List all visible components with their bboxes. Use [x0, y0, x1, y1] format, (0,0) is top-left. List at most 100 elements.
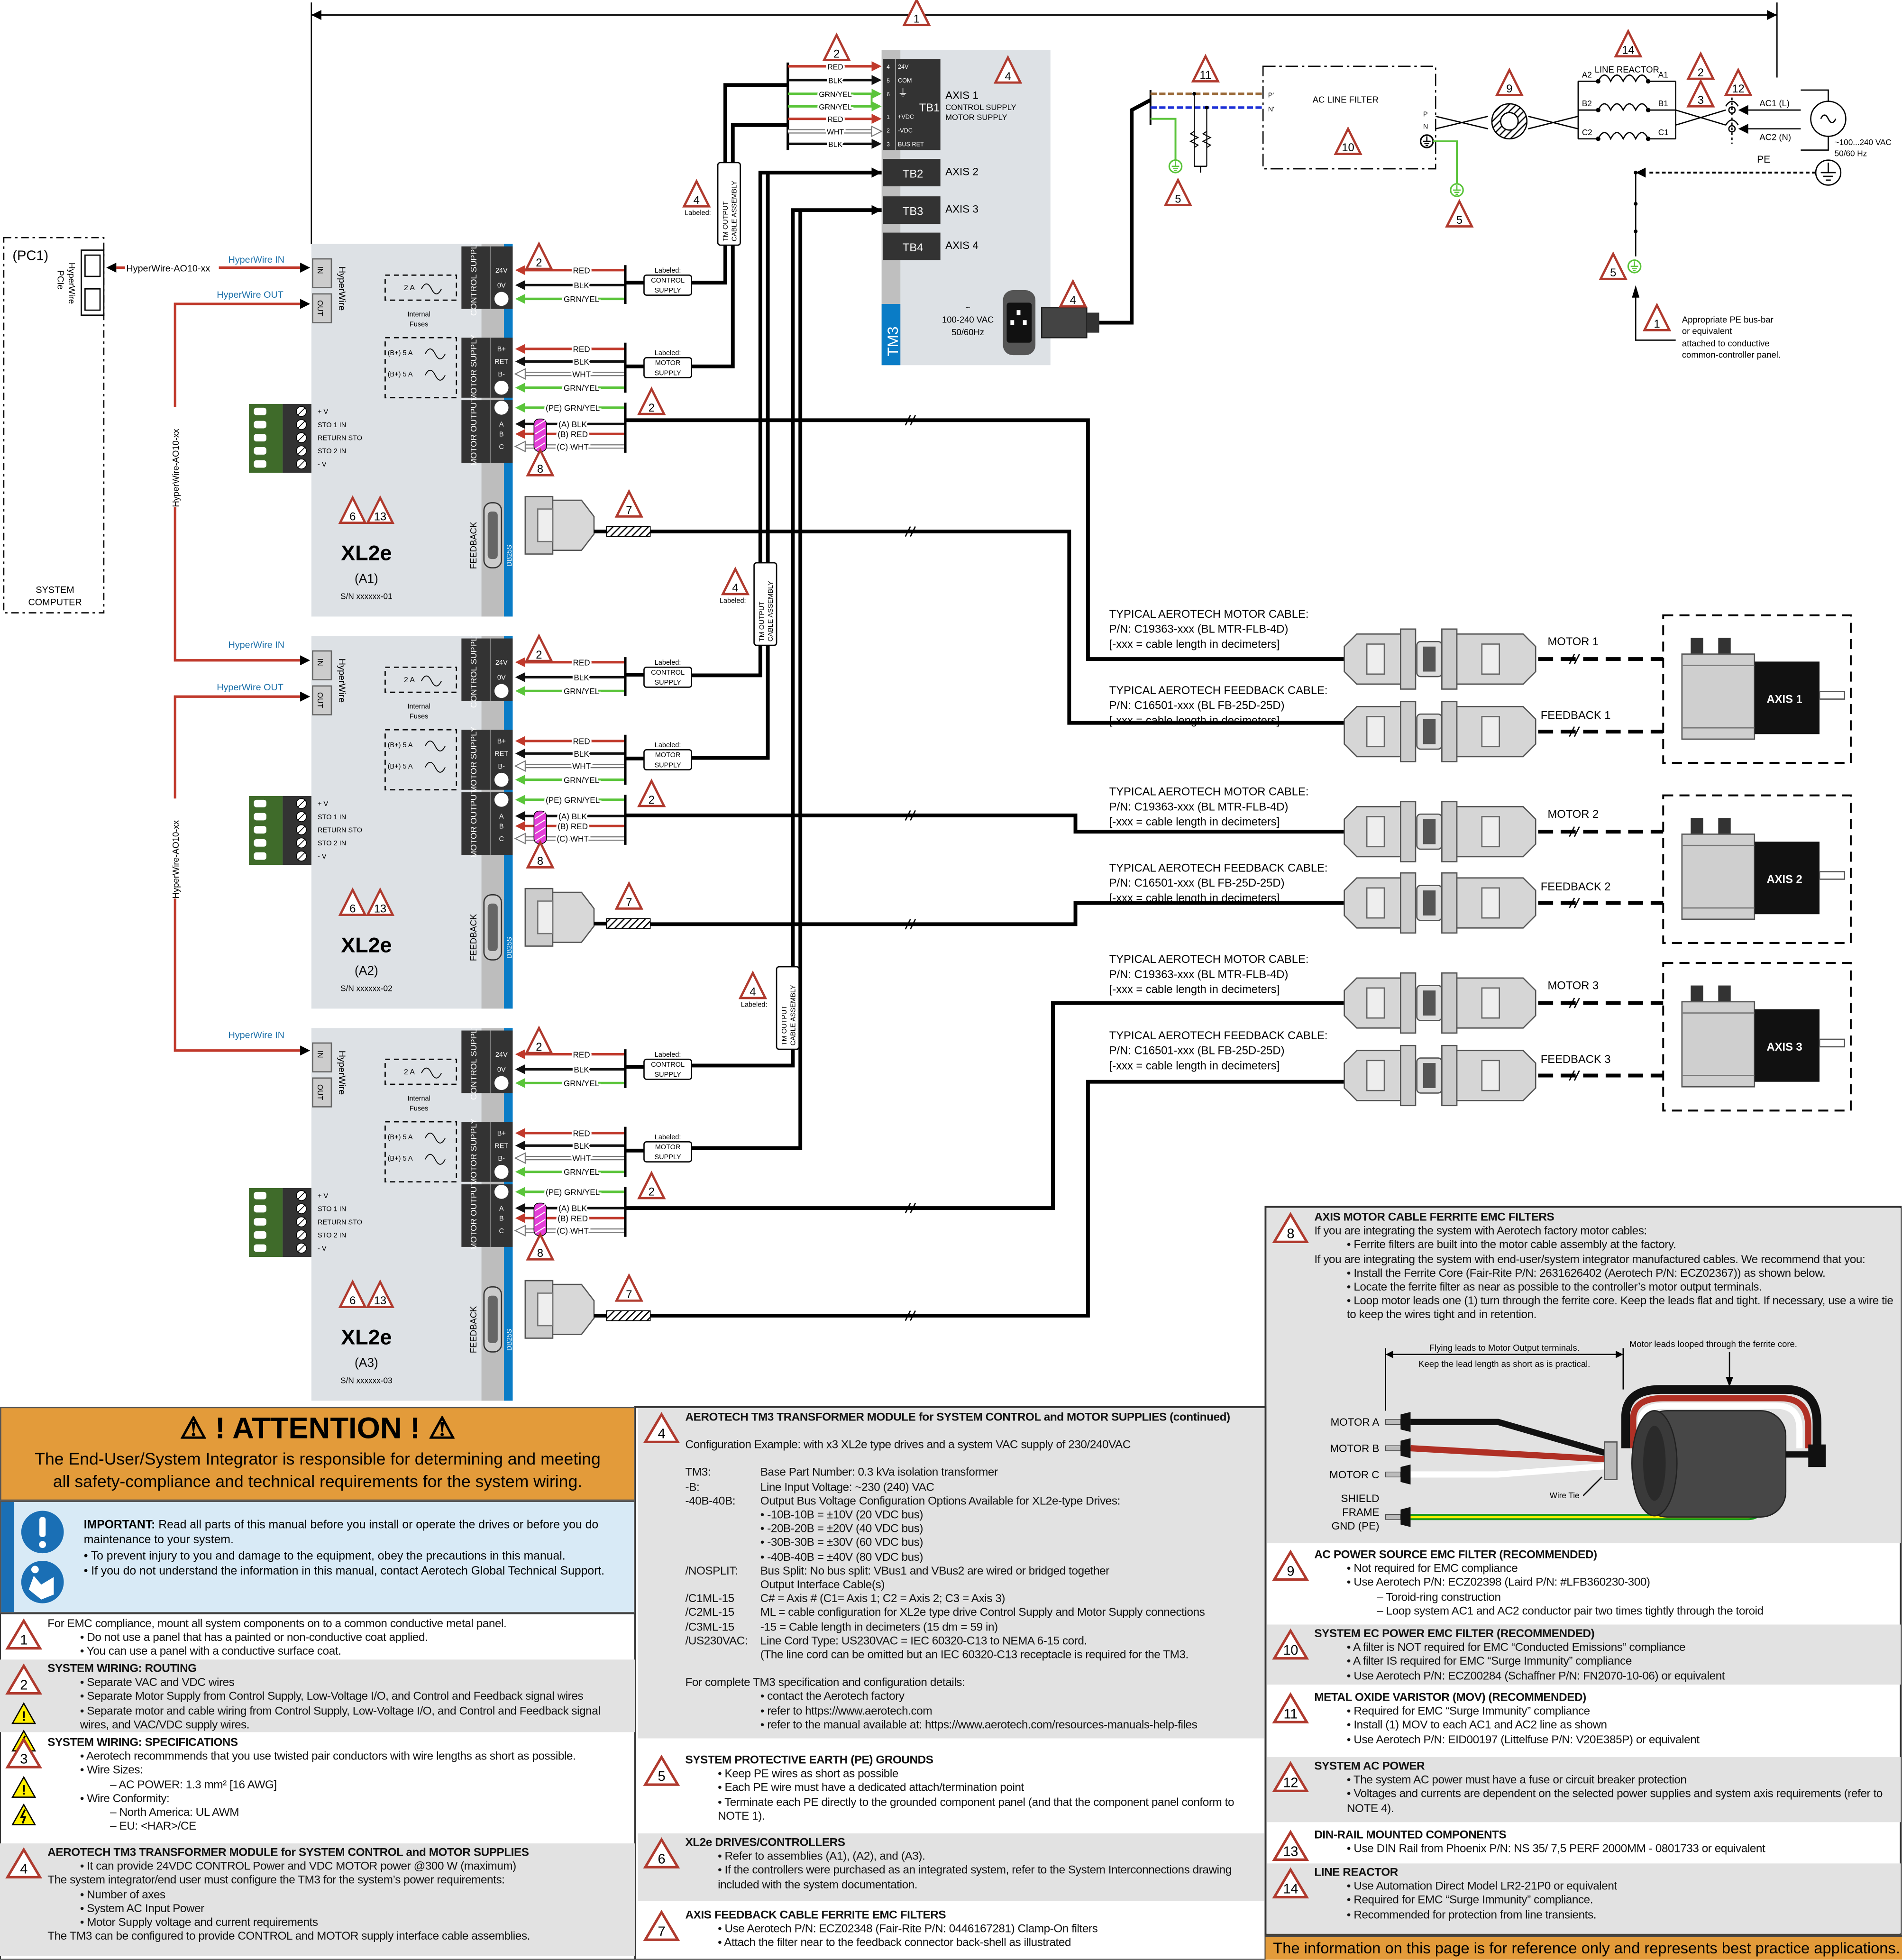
config-value: • -40B-40B = ±40V (80 VDC bus): [760, 1550, 924, 1563]
callout-number: 10: [1283, 1643, 1298, 1658]
cable-break-mark: [905, 810, 916, 821]
callout-number: 3: [20, 1751, 27, 1767]
motor-supply-block-label: MOTOR SUPPLY: [469, 726, 478, 793]
block-label: CONTROL SUPPLY: [469, 1024, 478, 1100]
motor-cable-spec: TYPICAL AEROTECH MOTOR CABLE:: [1109, 953, 1309, 966]
note-line: • Voltages and currents are dependent on…: [1346, 1787, 1883, 1814]
label: B-: [498, 371, 505, 378]
label: Internal: [407, 1095, 430, 1102]
motor-cable-spec: [-xxx = cable length in decimeters]: [1109, 983, 1280, 996]
wire-color-label: GRN/YEL: [564, 1079, 599, 1088]
feedback-cable-spec: P/N: C16501-xxx (BL FB-25D-25D): [1109, 877, 1285, 889]
note-title: LINE REACTOR: [1314, 1866, 1398, 1878]
feedback-cable-spec: TYPICAL AEROTECH FEEDBACK CABLE:: [1109, 685, 1328, 697]
hyperwire-in-port[interactable]: IN: [312, 650, 332, 680]
feedback-db25-connector[interactable]: [483, 1286, 503, 1353]
callout-number: 7: [626, 504, 632, 517]
note-title: METAL OXIDE VARISTOR (MOV) (RECOMMENDED): [1314, 1691, 1586, 1704]
callout-number: 1: [1654, 318, 1660, 330]
arrowhead: [515, 419, 525, 429]
hyperwire-out-port[interactable]: OUT: [312, 293, 332, 323]
config-key: [686, 1550, 760, 1565]
label: B: [499, 823, 504, 831]
label: HyperWire IN: [228, 1030, 284, 1040]
config-value: Output Interface Cable(s): [760, 1578, 885, 1591]
illustration-label: Keep the lead length as short as is prac…: [1418, 1359, 1590, 1369]
config-row: • refer to https://www.aerotech.com: [686, 1704, 1260, 1718]
dimension-line: [311, 2, 1778, 244]
motor-output-block-label: MOTOR OUTPUT: [469, 1181, 478, 1250]
label: CABLE ASSEMBLY: [767, 581, 775, 641]
label: RET: [494, 358, 508, 366]
note-2: 2!SYSTEM WIRING: ROUTING• Separate VAC a…: [0, 1659, 636, 1752]
motor-label: MOTOR 2: [1548, 808, 1599, 821]
axis3-label: AXIS 3: [945, 203, 978, 215]
hyperwire-out-port[interactable]: OUT: [312, 1077, 332, 1108]
note-line: • You can use a panel with a conductive …: [80, 1645, 341, 1658]
note-callout-triangle: 7: [614, 489, 644, 518]
wire-color-label: GRN/YEL: [564, 687, 599, 696]
wire-color-label: GRN/YEL: [564, 383, 599, 393]
circuit-breaker[interactable]: [1725, 92, 1739, 144]
note-line: • Attach the filter near to the feedback…: [718, 1936, 1071, 1949]
note-line: • Do not use a panel that has a painted …: [80, 1631, 428, 1644]
arrowhead: [871, 89, 882, 99]
feedback-db25-connector[interactable]: [483, 894, 503, 961]
note-line: • Install (1) MOV to each AC1 and AC2 li…: [1346, 1719, 1607, 1731]
drive-model: XL2e: [341, 541, 392, 565]
pcie-card-label: PCIe: [55, 270, 65, 290]
hyperwire-out-port[interactable]: OUT: [312, 685, 332, 715]
wire: GRN/YEL: [515, 773, 625, 787]
feedback-cable: [650, 1080, 1344, 1318]
note-callout-triangle: 8: [526, 1232, 555, 1261]
note-callout-triangle: 10: [1334, 126, 1362, 155]
important-text: Read all parts of this manual before you…: [83, 1517, 599, 1547]
general-warning-icon: !: [11, 1702, 37, 1724]
toroid-ferrite: [1491, 103, 1528, 140]
hyperwire-in-port[interactable]: IN: [312, 258, 332, 289]
cable-break-mark: [905, 919, 916, 930]
wire: (C) WHT: [514, 832, 625, 845]
tb1-label: TB1: [919, 102, 940, 114]
callout-number: 1: [914, 13, 920, 25]
motor-cable-connector: [1344, 628, 1536, 690]
arrowhead: [515, 1078, 525, 1088]
wire-color-label: (C) WHT: [557, 1226, 589, 1236]
config-row: • -30B-30B = ±30V (60 VDC bus): [686, 1536, 1260, 1550]
note-line: • Wire Conformity:: [80, 1792, 170, 1804]
motor-cable: [625, 813, 1344, 834]
note-line: If you are integrating the system with e…: [1314, 1253, 1865, 1265]
label: DB25S: [506, 1329, 513, 1351]
config-row: • -40B-40B = ±40V (80 VDC bus): [686, 1550, 1260, 1565]
wire-color-label: RED: [573, 1050, 590, 1059]
axis-motor: AXIS 1: [1662, 614, 1852, 764]
arrowhead: [300, 655, 311, 666]
feedback-cable-spec: P/N: C16501-xxx (BL FB-25D-25D): [1109, 1045, 1285, 1057]
hyperwire-in-port[interactable]: IN: [312, 1042, 332, 1072]
feedback-cable-connector: [1344, 701, 1536, 762]
iec-inlet: [1003, 290, 1036, 356]
note-callout-triangle: 8: [526, 840, 555, 869]
config-key: [686, 1649, 760, 1663]
block-label: MOTOR OUTPUT: [469, 789, 478, 858]
tb1-pin-label: COM: [898, 77, 912, 84]
pc-id: (PC1): [12, 248, 48, 264]
drive-serial: S/N xxxxxx-03: [340, 1375, 392, 1385]
callout-number: 13: [374, 511, 386, 523]
wire: BLK: [515, 355, 625, 368]
wire: RED: [515, 735, 625, 748]
axis4-label: AXIS 4: [945, 239, 978, 251]
wire-color-label: (C) WHT: [557, 442, 589, 451]
feedback-db25-connector[interactable]: [483, 502, 503, 568]
note-line: • Required for EMC “Surge Immunity” comp…: [1346, 1704, 1590, 1718]
cable-break-mark: [1569, 726, 1580, 737]
config-key: /C2ML-15: [685, 1606, 735, 1619]
note-line: If you are integrating the system with A…: [1314, 1224, 1647, 1237]
